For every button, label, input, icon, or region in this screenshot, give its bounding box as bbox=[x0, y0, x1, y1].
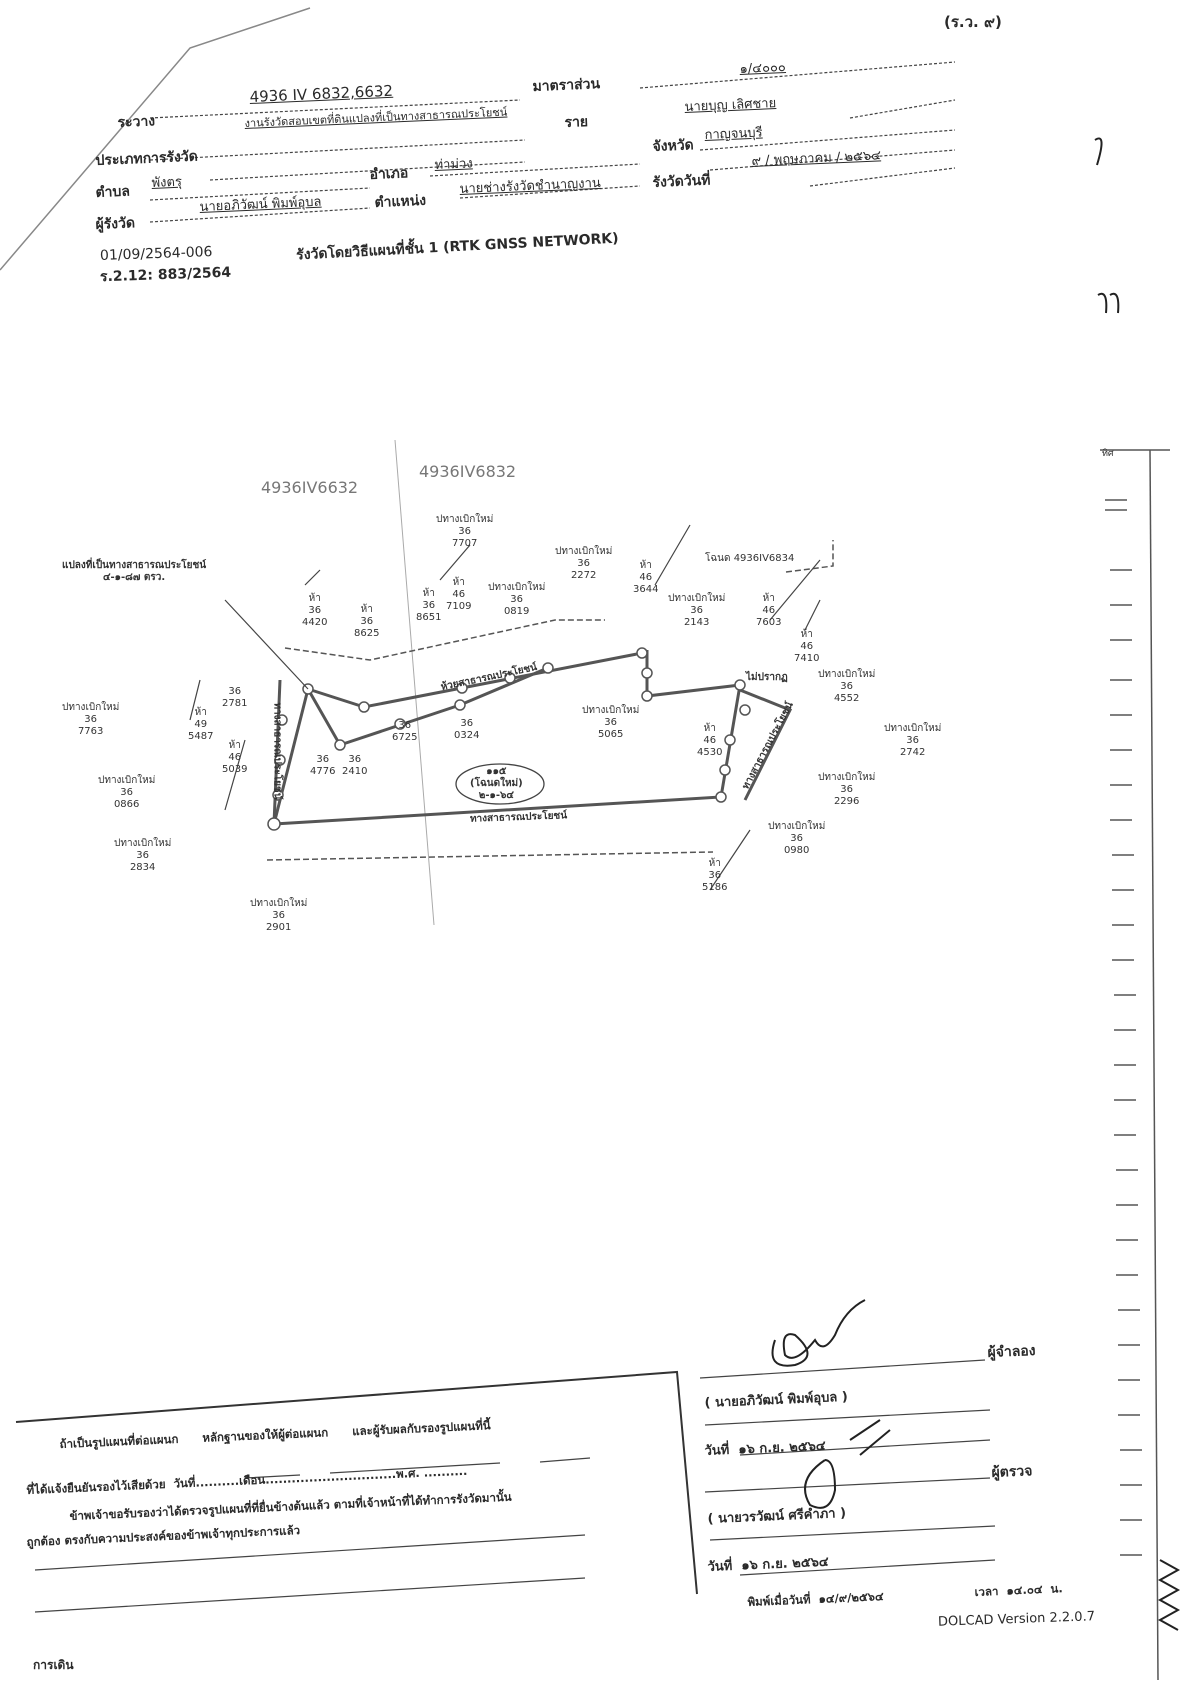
parcel-label: ห้า 36 8651 bbox=[416, 588, 442, 623]
subdistrict-label: ตำบล bbox=[95, 183, 131, 202]
form-code: (ร.ว. ๙) bbox=[944, 13, 1002, 31]
road-dashed-boundary bbox=[266, 540, 834, 861]
map-sheet-right: 4936IV6832 bbox=[419, 462, 517, 481]
parcel-label: 36 2410 bbox=[342, 754, 368, 777]
parcel-label: 36 4776 bbox=[310, 754, 336, 777]
center-parcel-label: ๑๑๕ (โฉนดใหม่) ๒-๑-๖๔ bbox=[470, 766, 523, 801]
parcel-label: ห้า 46 3644 bbox=[633, 560, 659, 595]
certification-box-frame bbox=[15, 1370, 698, 1595]
parcel-label: ปทางเบิกใหม่ 36 0866 bbox=[98, 775, 156, 810]
signature-drafter-icon bbox=[771, 1299, 866, 1367]
sheet-divider-line bbox=[394, 439, 435, 926]
parcel-label: ปทางเบิกใหม่ 36 4552 bbox=[818, 669, 876, 704]
survey-type-label: ประเภทการรังวัด bbox=[95, 148, 199, 170]
scale-label: มาตราส่วน bbox=[532, 76, 601, 96]
header-fill-lines bbox=[149, 61, 956, 223]
parcel-label: ห้า 49 5487 bbox=[188, 707, 214, 742]
page-fold-edge bbox=[0, 7, 311, 271]
north-mark: ทิศ bbox=[1102, 449, 1114, 459]
right-margin bbox=[1100, 449, 1170, 1681]
parcel-label: ห้า 46 7109 bbox=[446, 577, 472, 612]
province-value: กาญจนบุรี bbox=[704, 125, 763, 144]
parcel-title: แปลงที่เป็นทางสาธารณประโยชน์ ๔-๑-๘๗ ตรว. bbox=[62, 560, 207, 583]
signature-lines bbox=[699, 1359, 996, 1576]
parcel-label: ปทางเบิกใหม่ 36 0819 bbox=[488, 582, 546, 617]
parcel-label: ปทางเบิกใหม่ 36 2901 bbox=[250, 898, 308, 933]
parcel-label: ห้า 36 5186 bbox=[702, 858, 728, 893]
applicant-label: ราย bbox=[564, 113, 589, 132]
map-sheet-left: 4936IV6632 bbox=[261, 478, 359, 497]
parcel-label: ปทางเบิกใหม่ 36 2296 bbox=[818, 772, 876, 807]
scale-value: ๑/๔๐๐๐ bbox=[739, 59, 787, 78]
parcel-label: ปทางเบิกใหม่ 36 2834 bbox=[114, 838, 172, 873]
province-label: จังหวัด bbox=[652, 137, 695, 156]
unknown-label: ไม่ปรากฏ bbox=[746, 672, 788, 683]
survey-markers bbox=[267, 647, 751, 831]
margin-scribble-icon bbox=[1094, 137, 1181, 1631]
parcel-label: ปทางเบิกใหม่ 36 2272 bbox=[555, 546, 613, 581]
printed-time: เวลา ๑๔.๐๔ น. bbox=[974, 1581, 1064, 1600]
deed-ref-label: โฉนด 4936IV6834 bbox=[705, 553, 795, 564]
position-label: ตำแหน่ง bbox=[374, 192, 427, 212]
center-parcel-ellipse bbox=[455, 763, 545, 805]
checker-role: ผู้ตรวจ bbox=[991, 1463, 1033, 1482]
parcel-label: 36 2781 bbox=[222, 686, 248, 709]
parcel-label: ปทางเบิกใหม่ 36 7763 bbox=[62, 702, 120, 737]
district-label: อำเภอ bbox=[369, 165, 409, 184]
survey-date-label: รังวัดวันที่ bbox=[652, 172, 711, 192]
parcel-label: 36 0324 bbox=[454, 718, 480, 741]
district-value: ท่าม่วง bbox=[434, 156, 473, 174]
parcel-label: ปทางเบิกใหม่ 36 2742 bbox=[884, 723, 942, 758]
surveyor-label: ผู้รังวัด bbox=[95, 215, 136, 234]
parcel-label: 36 6725 bbox=[392, 720, 418, 743]
subdistrict-value: พังตรุ bbox=[151, 174, 183, 192]
signature-checker-icon bbox=[804, 1419, 891, 1509]
parcel-label: ปทางเบิกใหม่ 36 5065 bbox=[582, 705, 640, 740]
footer-note: การเดิน bbox=[33, 1658, 74, 1672]
parcel-label: ปทางเบิกใหม่ 36 7707 bbox=[436, 514, 494, 549]
sheet-label: ระวาง bbox=[117, 113, 156, 132]
certification-lines bbox=[34, 1457, 591, 1613]
parcel-label: ห้า 46 4530 bbox=[697, 723, 723, 758]
parcel-label: ห้า 46 5039 bbox=[222, 740, 248, 775]
applicant-value: นายบุญ เลิศชาย bbox=[684, 96, 777, 116]
parcel-label: ห้า 46 7603 bbox=[756, 593, 782, 628]
parcel-label: ห้า 36 4420 bbox=[302, 593, 328, 628]
parcel-label: ห้า 36 8625 bbox=[354, 604, 380, 639]
parcel-label: ปทางเบิกใหม่ 36 2143 bbox=[668, 593, 726, 628]
request-number: ร.2.12: 883/2564 bbox=[99, 264, 232, 286]
parcel-label: ห้า 46 7410 bbox=[794, 629, 820, 664]
parcel-label: ปทางเบิกใหม่ 36 0980 bbox=[768, 821, 826, 856]
leader-lines bbox=[189, 524, 821, 891]
road-left-label: ทางสาธารณประโยชน์ bbox=[271, 702, 283, 800]
drafter-role: ผู้จำลอง bbox=[987, 1342, 1036, 1362]
